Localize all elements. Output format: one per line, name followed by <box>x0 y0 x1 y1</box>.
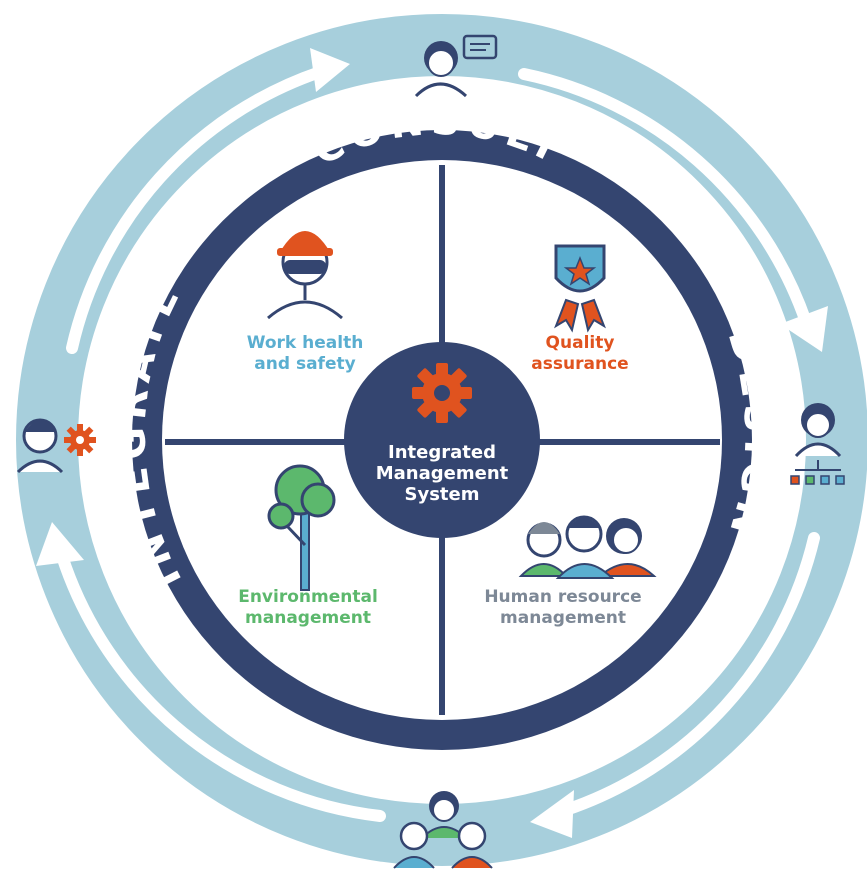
people-group-icon <box>518 515 657 579</box>
arrowhead-bottom-right <box>530 790 574 838</box>
quadrant-label-qa-line2: assurance <box>531 354 628 374</box>
arrowhead-top-left <box>310 48 350 92</box>
center-circle <box>344 342 540 538</box>
quadrant-label-wh-line2: and safety <box>254 354 355 374</box>
arrow-top-right <box>518 68 812 328</box>
arrow-top-left <box>66 66 326 354</box>
center-label-line1: Integrated <box>388 442 496 463</box>
center-label-line2: Management <box>376 463 509 484</box>
quadrant-label-hr-line2: management <box>500 608 626 628</box>
arrowhead-top-right <box>780 306 828 352</box>
support-people-icon <box>393 791 493 869</box>
arrow-bottom-left <box>56 550 386 822</box>
cycle-arrows <box>56 66 820 822</box>
gear-icon <box>412 363 472 423</box>
design-person-hierarchy-icon <box>790 403 845 485</box>
quadrant-label-hr-line1: Human resource <box>484 587 641 607</box>
arrowhead-bottom-left <box>36 522 84 566</box>
tree-icon <box>267 464 336 591</box>
arrow-bottom-right <box>560 532 820 816</box>
quadrant-label-env-line2: management <box>245 608 371 628</box>
quality-badge-icon <box>554 244 606 333</box>
arrow-heads <box>36 48 828 838</box>
safety-worker-icon <box>267 231 343 320</box>
center-label-line3: System <box>405 484 480 505</box>
integrate-person-gear-icon <box>16 418 96 474</box>
quadrant-label-qa-line1: Quality <box>546 333 615 353</box>
quadrant-label-env-line1: Environmental <box>238 587 378 607</box>
consult-person-speech-icon <box>414 34 498 98</box>
quadrant-label-wh-line1: Work health <box>247 333 364 353</box>
